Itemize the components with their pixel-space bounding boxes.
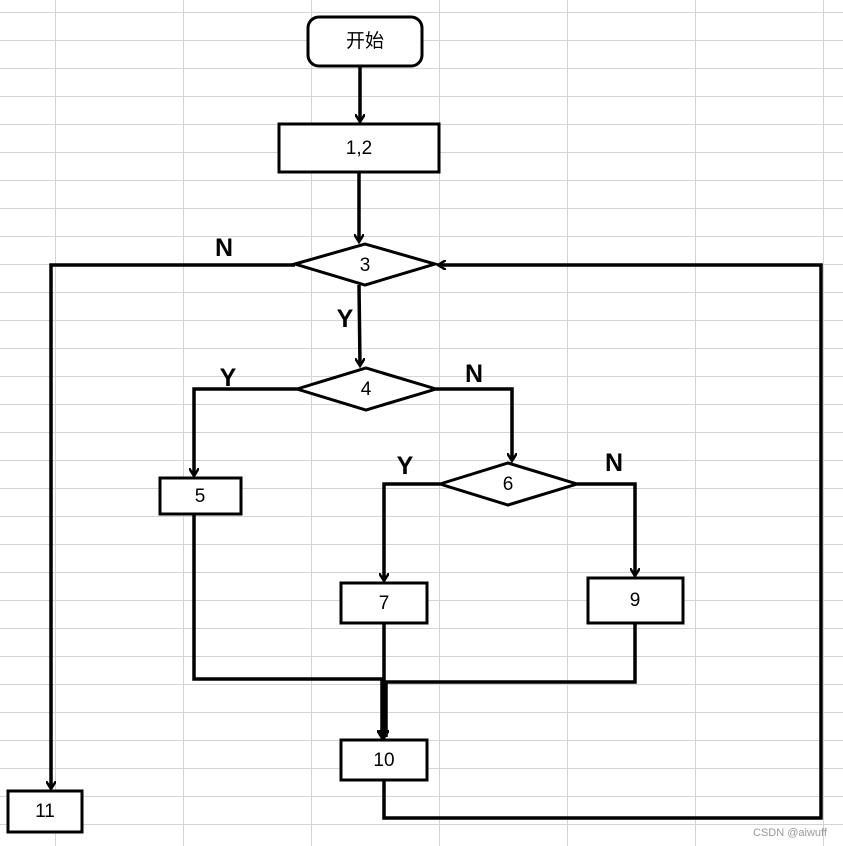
decision-node-4-label: 4 bbox=[361, 379, 372, 400]
label-4-no: N bbox=[465, 360, 483, 388]
process-node-12-label: 1,2 bbox=[346, 138, 372, 159]
edge-4-yes-to-5 bbox=[194, 387, 297, 475]
process-node-7 bbox=[339, 581, 429, 625]
decision-node-3 bbox=[289, 242, 441, 287]
edge-5-to-10 bbox=[192, 514, 382, 737]
process-node-12 bbox=[277, 122, 441, 174]
decision-node-3-label: 3 bbox=[360, 255, 371, 276]
start-node bbox=[306, 15, 424, 68]
label-6-yes: Y bbox=[397, 452, 414, 480]
process-node-11-label: 11 bbox=[35, 801, 55, 822]
edge-4-no-to-6 bbox=[436, 387, 512, 460]
label-3-yes: Y bbox=[337, 305, 354, 333]
process-node-10 bbox=[339, 738, 429, 782]
decision-node-6-label: 6 bbox=[503, 474, 514, 495]
decision-node-6 bbox=[434, 461, 583, 507]
connectors bbox=[51, 66, 823, 820]
label-6-no: N bbox=[605, 449, 623, 477]
watermark: CSDN @aiwuff bbox=[753, 827, 828, 839]
edge-9-to-10 bbox=[384, 623, 637, 737]
process-node-9-label: 9 bbox=[630, 590, 641, 611]
process-node-5-label: 5 bbox=[195, 486, 206, 507]
edge-3-yes-to-4 bbox=[359, 284, 360, 365]
process-node-9 bbox=[586, 576, 685, 625]
decision-node-4 bbox=[291, 366, 442, 412]
label-3-no: N bbox=[215, 234, 233, 262]
process-node-11 bbox=[6, 789, 84, 834]
edge-6-yes-to-7 bbox=[384, 482, 440, 580]
process-node-5 bbox=[158, 476, 243, 516]
start-node-label: 开始 bbox=[346, 30, 384, 52]
edge-10-loop-to-3 bbox=[382, 265, 823, 820]
process-node-10-label: 10 bbox=[373, 750, 394, 771]
edge-6-no-to-9 bbox=[577, 482, 635, 575]
edge-3-no-to-11 bbox=[51, 263, 295, 788]
label-4-yes: Y bbox=[220, 364, 237, 392]
process-node-7-label: 7 bbox=[379, 593, 390, 614]
